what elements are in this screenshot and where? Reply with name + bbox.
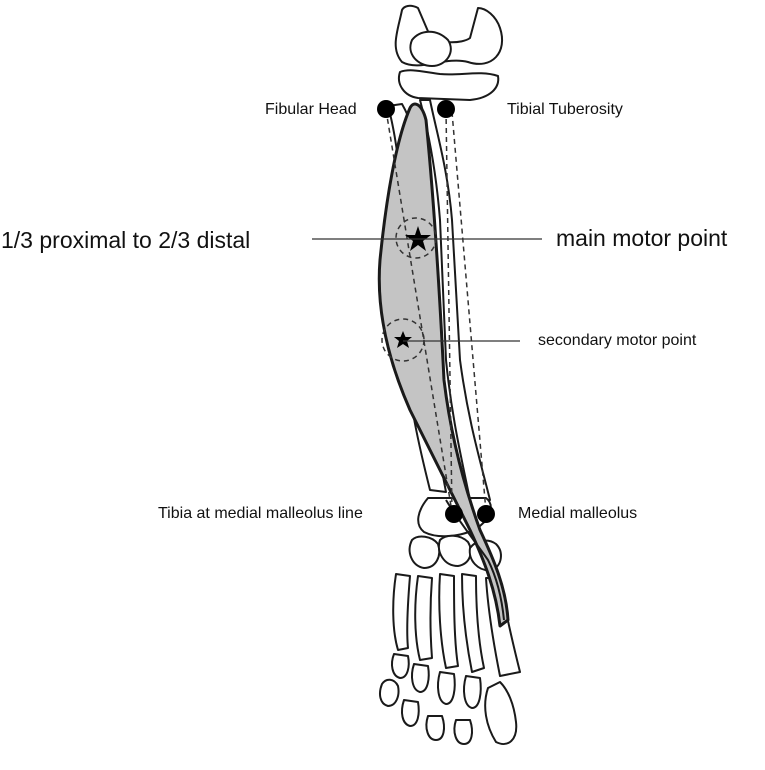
toe-3b (437, 671, 456, 705)
proximal-distal-label: 1/3 proximal to 2/3 distal (1, 227, 251, 253)
secondary-motor-point-label: secondary motor point (538, 332, 697, 349)
tarsal-2 (438, 534, 472, 567)
toe-4 (401, 699, 420, 727)
tibial-reference-line (445, 109, 453, 513)
tibia-medial-malleolus-label: Tibia at medial malleolus line (158, 505, 363, 522)
knee-cap (409, 30, 452, 67)
toe-5 (379, 678, 400, 707)
metatarsal-2 (461, 573, 485, 673)
toe-2 (453, 719, 473, 745)
metatarsal-4 (414, 575, 433, 661)
tibial-tuberosity-dot (437, 100, 455, 118)
toe-2b (463, 675, 482, 709)
main-motor-point-label: main motor point (556, 225, 728, 251)
tarsal-1 (408, 535, 441, 569)
toe-3 (425, 715, 445, 741)
metatarsal-3 (438, 573, 459, 669)
tibia-medial-malleolus-dot (445, 505, 463, 523)
main-motor-point-circle (395, 217, 437, 259)
fibular-reference-line (385, 109, 453, 513)
medial-malleolus-label: Medial malleolus (518, 505, 638, 522)
fibular-head-label: Fibular Head (265, 101, 357, 118)
secondary-motor-point-circle (381, 318, 425, 362)
toe-1 (484, 681, 518, 745)
tibia-plateau (398, 69, 500, 101)
toe-4b (411, 663, 430, 693)
secondary-motor-point-star (394, 331, 412, 348)
tibial-tuberosity-label: Tibial Tuberosity (507, 101, 623, 118)
toe-5b (391, 653, 410, 679)
tibial-reference-line-2 (451, 111, 487, 513)
medial-malleolus-dot (477, 505, 495, 523)
fibular-head-dot (377, 100, 395, 118)
metatarsal-5 (392, 573, 411, 651)
